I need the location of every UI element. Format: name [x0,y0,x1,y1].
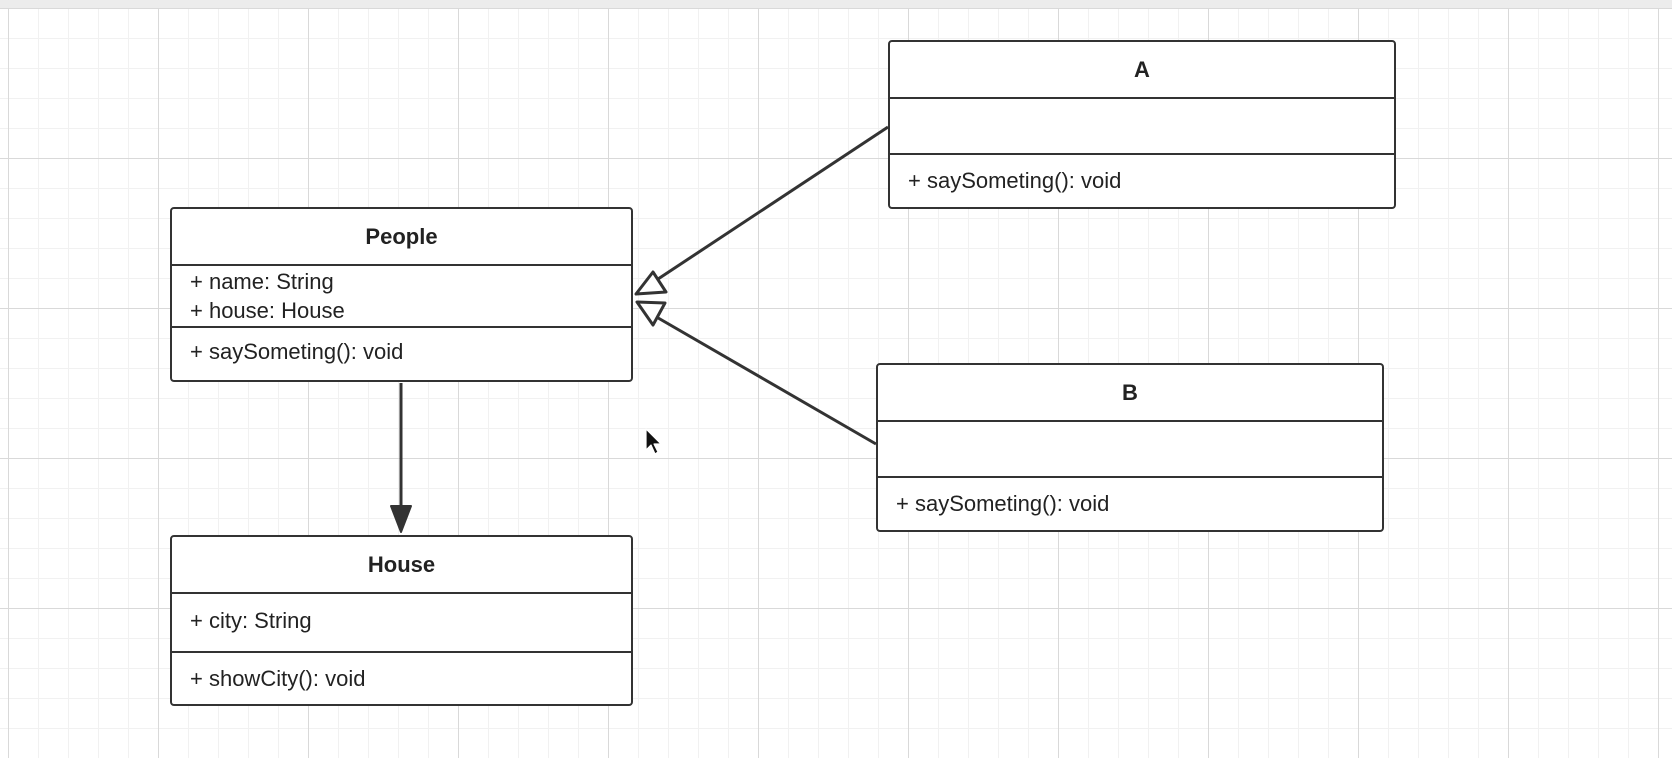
class-b-attributes [878,422,1382,478]
class-people[interactable]: People + name: String + house: House + s… [170,207,633,382]
canvas-top-edge [0,0,1672,8]
method-saysometing: + saySometing(): void [908,168,1122,193]
attribute-city: + city: String [190,608,312,633]
class-people-name: People [172,209,631,266]
attribute-name: + name: String [190,269,334,294]
class-house-attributes: + city: String [172,594,631,653]
class-people-attributes: + name: String + house: House [172,266,631,328]
attribute-house: + house: House [190,298,345,323]
class-b-name: B [878,365,1382,422]
class-house-name: House [172,537,631,594]
class-a-name: A [890,42,1394,99]
class-b[interactable]: B + saySometing(): void [876,363,1384,532]
class-a[interactable]: A + saySometing(): void [888,40,1396,209]
method-saysometing: + saySometing(): void [190,339,404,364]
class-b-methods: + saySometing(): void [878,478,1382,524]
method-showcity: + showCity(): void [190,666,366,691]
class-house[interactable]: House + city: String + showCity(): void [170,535,633,706]
class-a-attributes [890,99,1394,155]
class-house-methods: + showCity(): void [172,653,631,699]
class-people-methods: + saySometing(): void [172,328,631,372]
class-a-methods: + saySometing(): void [890,155,1394,201]
method-saysometing: + saySometing(): void [896,491,1110,516]
mouse-pointer-icon [645,428,662,455]
